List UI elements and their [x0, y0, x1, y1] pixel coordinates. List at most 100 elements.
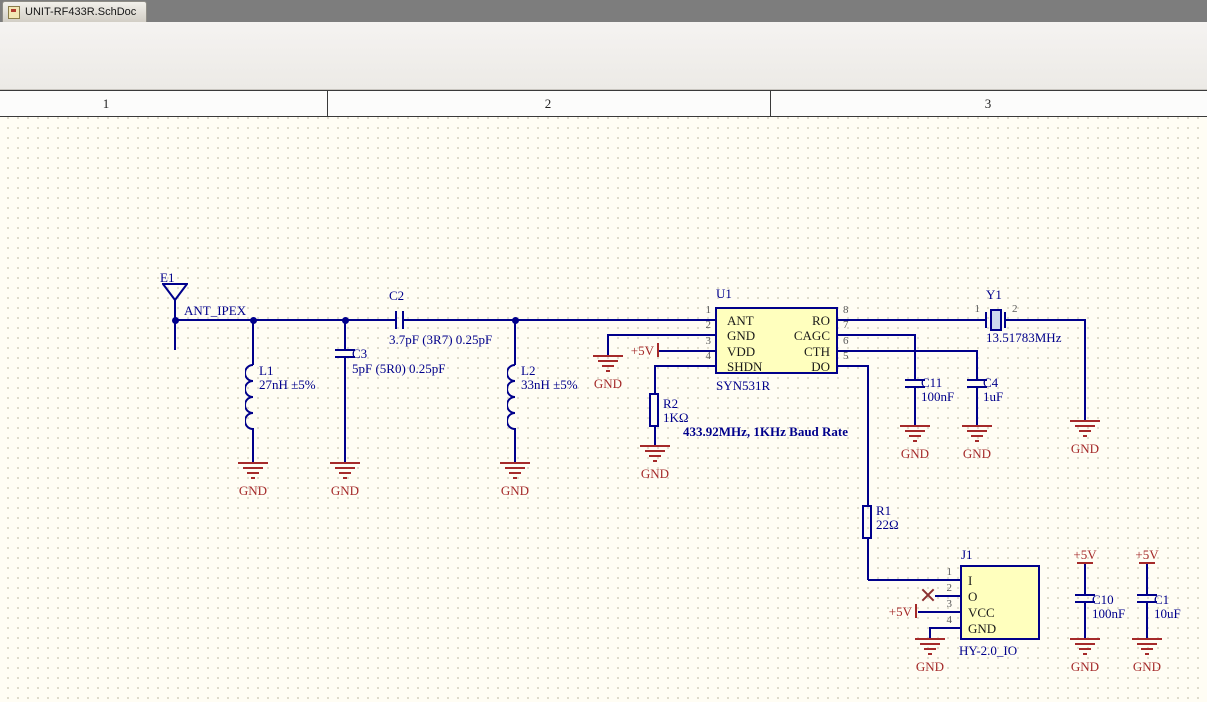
wire[interactable]	[838, 365, 868, 367]
part-u1[interactable]: SYN531R	[716, 378, 771, 393]
component-j1-body[interactable]: I O VCC GND	[960, 565, 1040, 640]
gnd-power-port[interactable]: GND	[327, 462, 363, 498]
designator-y1[interactable]: Y1	[986, 287, 1002, 302]
wire[interactable]	[838, 350, 977, 352]
wire[interactable]	[914, 387, 916, 426]
wire[interactable]	[514, 428, 516, 463]
vcc-bar-icon	[1139, 562, 1155, 564]
wire[interactable]	[252, 319, 254, 365]
wire[interactable]	[654, 426, 656, 446]
capacitor-icon[interactable]	[335, 349, 355, 358]
wire[interactable]	[659, 350, 715, 352]
wire[interactable]	[344, 357, 346, 463]
inductor-icon[interactable]	[507, 364, 524, 431]
capacitor-icon[interactable]	[905, 379, 925, 388]
vcc-power-port[interactable]: +5V	[888, 604, 912, 619]
wire[interactable]	[867, 538, 869, 580]
vcc-power-port[interactable]: +5V	[630, 343, 654, 358]
value-c11[interactable]: 100nF	[921, 389, 955, 404]
designator-u1[interactable]: U1	[716, 286, 732, 301]
gnd-power-port[interactable]: GND	[1129, 638, 1165, 674]
value-r2[interactable]: 1KΩ	[663, 410, 689, 425]
wire[interactable]	[935, 595, 960, 597]
wire[interactable]	[930, 627, 960, 629]
gnd-power-port[interactable]: GND	[912, 638, 948, 674]
gnd-power-port[interactable]: GND	[959, 425, 995, 461]
value-c10[interactable]: 100nF	[1092, 606, 1126, 621]
wire[interactable]	[174, 300, 176, 350]
capacitor-icon[interactable]	[967, 379, 987, 388]
value-l2[interactable]: 33nH ±5%	[521, 377, 578, 392]
wire[interactable]	[654, 365, 656, 394]
wire[interactable]	[655, 365, 715, 367]
value-y1[interactable]: 13.51783MHz	[986, 330, 1062, 345]
value-l1[interactable]: 27nH ±5%	[259, 377, 316, 392]
wire[interactable]	[607, 334, 609, 356]
wire[interactable]	[1084, 563, 1086, 595]
value-r1[interactable]: 22Ω	[876, 517, 899, 532]
gnd-power-port[interactable]: GND	[897, 425, 933, 461]
designator-c2[interactable]: C2	[389, 288, 405, 303]
designator-c3[interactable]: C3	[352, 346, 368, 361]
designator-c10[interactable]: C10	[1092, 592, 1114, 607]
value-c4[interactable]: 1uF	[983, 389, 1004, 404]
designator-e1[interactable]: E1	[160, 270, 175, 285]
wire[interactable]	[929, 627, 931, 639]
designator-r2[interactable]: R2	[663, 396, 679, 411]
wire[interactable]	[404, 319, 715, 321]
capacitor-icon[interactable]	[1137, 594, 1157, 603]
component-u1-body[interactable]: ANT GND VDD SHDN RO CAGC CTH DO	[715, 307, 838, 374]
wire[interactable]	[976, 350, 978, 380]
wire[interactable]	[175, 319, 395, 321]
designator-l2[interactable]: L2	[521, 363, 536, 378]
vcc-power-port[interactable]: +5V	[1135, 547, 1159, 562]
designator-r1[interactable]: R1	[876, 503, 892, 518]
gnd-power-port[interactable]: GND	[1067, 638, 1103, 674]
wire[interactable]	[1146, 563, 1148, 595]
inductor-icon[interactable]	[245, 364, 262, 431]
component-r2-body[interactable]	[649, 393, 659, 427]
wire[interactable]	[1084, 319, 1086, 421]
crystal-plate-icon[interactable]	[1004, 312, 1006, 328]
value-c3[interactable]: 5pF (5R0) 0.25pF	[352, 361, 446, 376]
net-label-ant-ipex[interactable]: ANT_IPEX	[184, 303, 247, 318]
no-erc-cross-icon[interactable]	[921, 588, 935, 602]
annotation-note[interactable]: 433.92MHz, 1KHz Baud Rate	[683, 424, 849, 439]
crystal-plate-icon[interactable]	[985, 312, 987, 328]
antenna-icon[interactable]	[162, 283, 188, 301]
wire[interactable]	[1084, 602, 1086, 639]
gnd-power-port[interactable]: GND	[235, 462, 271, 498]
wire[interactable]	[608, 334, 715, 336]
designator-j1[interactable]: J1	[961, 547, 973, 562]
wire[interactable]	[918, 611, 960, 613]
part-j1[interactable]: HY-2.0_IO	[959, 643, 1018, 658]
vcc-power-port[interactable]: +5V	[1073, 547, 1097, 562]
document-tab[interactable]: UNIT-RF433R.SchDoc	[2, 1, 148, 22]
wire[interactable]	[1146, 602, 1148, 639]
wire[interactable]	[252, 428, 254, 463]
value-c1[interactable]: 10uF	[1154, 606, 1181, 621]
wire[interactable]	[1006, 319, 1086, 321]
gnd-power-port[interactable]: GND	[590, 355, 626, 391]
component-r1-body[interactable]	[862, 505, 872, 539]
wire[interactable]	[344, 319, 346, 350]
wire[interactable]	[868, 579, 960, 581]
designator-l1[interactable]: L1	[259, 363, 274, 378]
capacitor-icon[interactable]	[1075, 594, 1095, 603]
gnd-power-port[interactable]: GND	[637, 445, 673, 481]
wire[interactable]	[838, 334, 915, 336]
wire[interactable]	[914, 334, 916, 380]
gnd-power-port[interactable]: GND	[497, 462, 533, 498]
crystal-icon[interactable]	[990, 309, 1002, 331]
value-c2[interactable]: 3.7pF (3R7) 0.25pF	[389, 332, 493, 347]
designator-c1[interactable]: C1	[1154, 592, 1170, 607]
wire[interactable]	[867, 365, 869, 506]
schematic-canvas[interactable]: E1 ANT_IPEX L1 27nH ±5% C3 5pF (5R0) 0.2…	[0, 117, 1207, 702]
gnd-power-port[interactable]: GND	[1067, 420, 1103, 456]
capacitor-icon[interactable]	[395, 311, 404, 329]
designator-c11[interactable]: C11	[921, 375, 943, 390]
wire[interactable]	[514, 319, 516, 365]
designator-c4[interactable]: C4	[983, 375, 999, 390]
wire[interactable]	[838, 319, 986, 321]
wire[interactable]	[976, 387, 978, 426]
